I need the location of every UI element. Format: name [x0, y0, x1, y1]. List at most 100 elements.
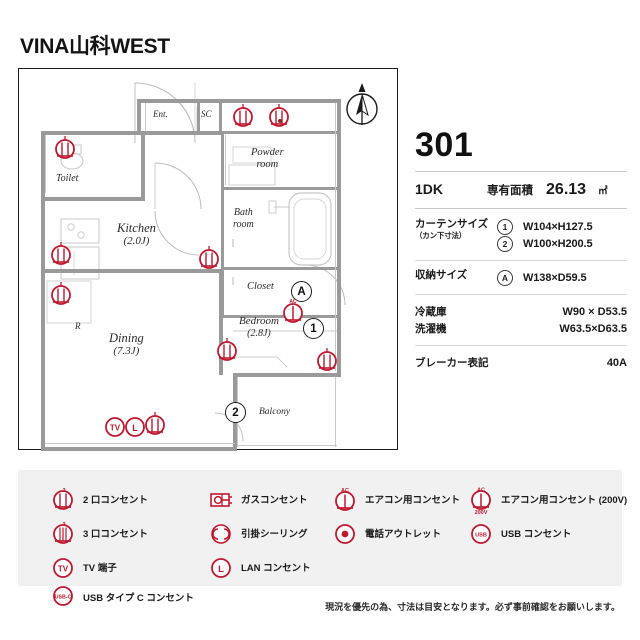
storage-size-label: 収納サイズ: [415, 269, 468, 281]
curtain-badge-2: 2: [497, 235, 513, 252]
svg-text:200V: 200V: [475, 510, 488, 516]
divider: [415, 208, 627, 209]
washer-label: 洗濯機: [415, 323, 447, 335]
curtain-value-2: W100×H200.5: [523, 237, 593, 250]
outlet-3-icon: 3: [50, 520, 76, 546]
legend-label: TV 端子: [83, 563, 117, 574]
room-label-refrigerator: R: [75, 321, 81, 331]
legend-item-outlet-2: 2 2 口コンセント: [50, 486, 148, 512]
appliance-row-washer: 洗濯機 W63.5×D63.5: [415, 320, 627, 337]
svg-text:USB-C: USB-C: [55, 595, 72, 601]
usb-c-outlet-icon: USB-C: [50, 584, 76, 610]
svg-text:TV: TV: [58, 565, 69, 574]
unit-info-panel: 301 1DK 専有面積 26.13 ㎡ カーテンサイズ （カン下寸法） 1 W…: [415, 128, 627, 371]
legend-item-ac-outlet-200v: AC 200V エアコン用コンセント (200V): [468, 486, 628, 516]
legend-item-gas: ガスコンセント: [208, 486, 308, 512]
outlet-2-icon: [267, 103, 291, 129]
fridge-label: 冷蔵庫: [415, 306, 447, 318]
layout-type: 1DK: [415, 181, 444, 197]
curtain-size-label: カーテンサイズ （カン下寸法）: [415, 218, 489, 241]
lan-outlet-icon: L: [208, 554, 234, 580]
layout-row: 1DK 専有面積 26.13 ㎡: [415, 181, 627, 199]
room-label-bath: Bath room: [233, 207, 254, 230]
legend-label: 引掛シーリング: [241, 529, 308, 540]
outlet-2-icon: [143, 411, 167, 437]
outlet-2-icon: 2: [50, 486, 76, 512]
legend-item-lan: L LAN コンセント: [208, 554, 311, 580]
tv-terminal-icon: TV: [103, 413, 127, 439]
curtain-size-row: 2 W100×H200.5: [497, 235, 627, 252]
legend-label: USB コンセント: [501, 529, 572, 540]
breaker-label: ブレーカー表記: [415, 357, 489, 369]
ceiling-hook-icon: [208, 520, 234, 546]
breaker-value: 40A: [606, 356, 627, 369]
appliance-row-fridge: 冷蔵庫 W90 × D53.5: [415, 303, 627, 320]
curtain-size-section: カーテンサイズ （カン下寸法） 1 W104×H127.5 2 W100×H20…: [415, 218, 627, 252]
curtain-size-row: 1 W104×H127.5: [497, 218, 627, 235]
room-label-bedroom: Bedroom (2.8J): [239, 315, 279, 339]
room-label-powder: Powder room: [251, 147, 284, 171]
area-label: 専有面積: [487, 185, 534, 197]
storage-size-section: 収納サイズ A W138×D59.5: [415, 269, 627, 286]
gas-outlet-icon: [208, 486, 234, 512]
curtain-marker-2: 2: [225, 402, 246, 423]
ac-outlet-icon: AC: [281, 297, 305, 325]
usb-outlet-icon: USB: [468, 520, 494, 546]
disclaimer-note: 現況を優先の為、寸法は目安となります。必ず事前確認をお願いします。: [325, 602, 620, 612]
legend-label: エアコン用コンセント (200V): [501, 495, 628, 506]
outlet-2-icon: [197, 245, 221, 271]
legend-label: ガスコンセント: [241, 495, 308, 506]
svg-text:AC: AC: [341, 488, 349, 494]
storage-value-a: W138×D59.5: [523, 271, 587, 284]
storage-marker-a: A: [291, 281, 312, 302]
svg-text:L: L: [218, 564, 224, 575]
page-title: VINA山科WEST: [20, 35, 170, 58]
outlet-2-icon: [231, 103, 255, 129]
storage-size-row: A W138×D59.5: [497, 269, 627, 286]
divider: [415, 171, 627, 172]
legend-item-usb-c: USB-C USB タイプ C コンセント: [50, 584, 194, 610]
legend-item-usb: USB USB コンセント: [468, 520, 571, 546]
fridge-value: W90 × D53.5: [562, 305, 627, 318]
room-label-closet: Closet: [247, 281, 274, 292]
compass-icon: [343, 83, 381, 129]
room-label-toilet: Toilet: [56, 173, 79, 184]
svg-text:USB: USB: [475, 533, 487, 539]
legend-label: 3 口コンセント: [83, 529, 148, 540]
curtain-value-1: W104×H127.5: [523, 220, 593, 233]
outlet-2-icon: [49, 281, 73, 307]
outlet-2-icon: [215, 337, 239, 363]
ac-outlet-200v-icon: AC 200V: [468, 486, 494, 516]
curtain-badge-1: 1: [497, 218, 513, 235]
outlet-2-icon: [49, 241, 73, 267]
unit-number: 301: [415, 126, 474, 164]
outlet-2-icon: [315, 347, 339, 373]
curtain-marker-1: 1: [303, 318, 324, 339]
svg-text:TV: TV: [110, 424, 121, 433]
legend-label: USB タイプ C コンセント: [83, 593, 194, 604]
legend-label: 2 口コンセント: [83, 495, 148, 506]
washer-value: W63.5×D63.5: [559, 322, 627, 335]
phone-outlet-icon: [332, 520, 358, 546]
floor-plan: Ent. SC Toilet Powder room Bath room Kit…: [18, 68, 398, 451]
tv-terminal-icon: TV: [50, 554, 76, 580]
ac-outlet-icon: AC: [332, 486, 358, 512]
legend-label: LAN コンセント: [241, 563, 311, 574]
room-label-sc: SC: [201, 109, 212, 119]
legend-label: エアコン用コンセント: [365, 495, 461, 506]
room-label-balcony: Balcony: [259, 407, 291, 417]
divider: [415, 294, 627, 295]
legend-panel: 2 2 口コンセント 3 3 口コンセ: [18, 470, 627, 606]
room-label-kitchen: Kitchen (2.0J): [117, 221, 156, 248]
svg-text:L: L: [132, 423, 138, 433]
room-label-entrance: Ent.: [153, 109, 168, 119]
legend-item-outlet-3: 3 3 口コンセント: [50, 520, 148, 546]
legend-item-ceiling-hook: 引掛シーリング: [208, 520, 308, 546]
divider: [415, 260, 627, 261]
legend-item-ac-outlet: AC エアコン用コンセント: [332, 486, 460, 512]
storage-badge-a: A: [497, 269, 513, 286]
lan-outlet-icon: L: [123, 413, 147, 439]
divider: [415, 345, 627, 346]
breaker-row: ブレーカー表記 40A: [415, 354, 627, 371]
